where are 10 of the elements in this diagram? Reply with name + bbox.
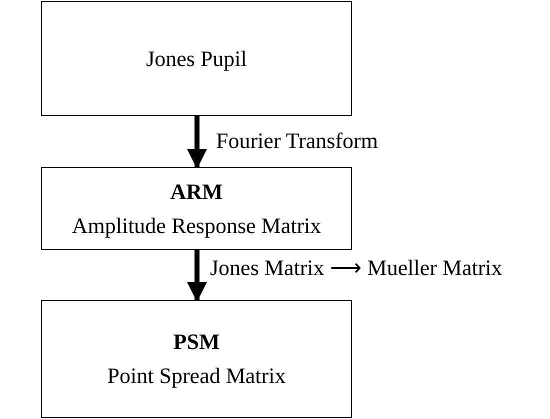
process-box	[41, 167, 352, 250]
box-text: Point Spread Matrix	[107, 363, 286, 389]
arrow	[187, 250, 207, 302]
box-heading: PSM	[173, 329, 220, 355]
box-heading: ARM	[170, 178, 223, 204]
box-text: Jones Pupil	[146, 46, 247, 72]
process-box	[41, 1, 352, 116]
process-box	[41, 300, 352, 418]
box-text: Amplitude Response Matrix	[72, 212, 322, 238]
arrow	[187, 116, 207, 169]
